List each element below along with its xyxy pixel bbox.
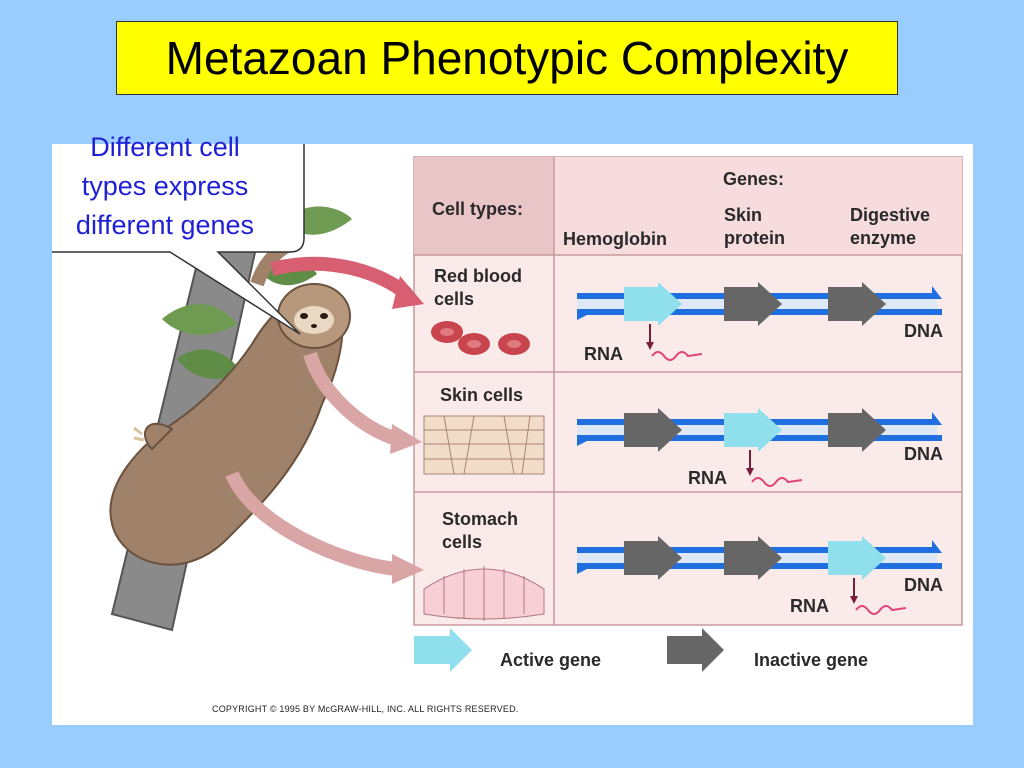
transcription-arrowhead <box>746 468 754 476</box>
cell-types-header-bg <box>414 157 554 255</box>
genes-header: Genes: <box>723 169 785 189</box>
gene-col-hemoglobin: Hemoglobin <box>563 229 667 249</box>
inactive-gene-arrow <box>624 408 682 452</box>
genes-header-bg <box>554 157 962 255</box>
legend-active-icon <box>414 628 472 672</box>
slide-title: Metazoan Phenotypic Complexity <box>116 21 898 95</box>
cell-types-header: Cell types: <box>432 199 524 219</box>
rna-strand <box>651 351 703 361</box>
stomach-cells-illustration <box>423 566 545 621</box>
flow-arrow-stomach <box>225 471 398 576</box>
leaf-icon <box>177 349 242 379</box>
sloth-illustration <box>109 236 351 566</box>
dna-label-row3: DNA <box>904 575 943 595</box>
gene-rows <box>577 282 942 615</box>
rna-strand <box>855 605 907 615</box>
inactive-gene-arrow <box>828 282 886 326</box>
rna-label-row1: RNA <box>584 344 623 364</box>
transcription-arrowhead <box>850 596 858 604</box>
leaf-icon <box>162 304 237 335</box>
flow-arrow-skin <box>303 351 400 446</box>
copyright-notice: COPYRIGHT © 1995 BY McGRAW-HILL, INC. AL… <box>212 704 519 714</box>
active-gene-arrow <box>624 282 682 326</box>
active-gene-arrow <box>828 536 886 580</box>
callout-text: Different cell types express different g… <box>28 128 302 245</box>
rna-label-row3: RNA <box>790 596 829 616</box>
dna-label-row1: DNA <box>904 321 943 341</box>
flow-arrow-red-blood <box>270 256 412 300</box>
inactive-gene-arrow <box>828 408 886 452</box>
inactive-gene-arrow <box>724 536 782 580</box>
callout-bubble <box>52 144 305 335</box>
transcription-arrowhead <box>646 342 654 350</box>
rna-strand <box>751 477 803 487</box>
red-blood-cells-illustration <box>431 321 530 355</box>
legend-inactive-icon <box>667 628 724 672</box>
legend-active-label: Active gene <box>500 650 602 670</box>
row-label-skin-cells: Skin cells <box>440 385 524 405</box>
callout-line-2: types express <box>81 171 249 201</box>
slide-title-text: Metazoan Phenotypic Complexity <box>165 32 849 84</box>
legend-inactive-label: Inactive gene <box>754 650 869 670</box>
callout-line-3: different genes <box>75 210 255 240</box>
rna-label-row2: RNA <box>688 468 727 488</box>
inactive-gene-arrow <box>724 282 782 326</box>
callout-line-1: Different cell <box>90 132 240 162</box>
dna-label-row2: DNA <box>904 444 943 464</box>
inactive-gene-arrow <box>624 536 682 580</box>
skin-cells-illustration <box>423 415 545 475</box>
active-gene-arrow <box>724 408 782 452</box>
figure-illustration <box>52 144 963 672</box>
